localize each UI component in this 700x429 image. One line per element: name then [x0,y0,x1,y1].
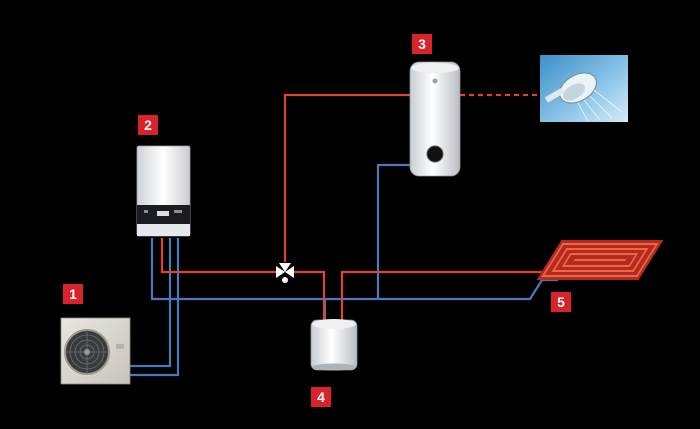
hot-water-cylinder-icon [409,61,461,177]
buffer-tank-icon [310,319,358,371]
component-badge-4: 4 [311,387,331,407]
underfloor-heating-loop-icon [536,240,664,280]
three-way-valve-icon [276,263,294,283]
component-badge-3: 3 [412,34,432,54]
flow-pipes [160,93,557,321]
flow-pipe-to-cylinder [283,93,410,262]
component-badge-1: 1 [63,284,83,304]
shower-head-icon [540,55,628,122]
flow-pipe-ufh [340,261,557,321]
return-pipe-outdoor-b [127,238,180,377]
return-pipe-outdoor-a [127,238,172,368]
flow-pipe-valve-buffer [290,270,326,321]
component-badge-5: 5 [551,292,571,312]
wall-mounted-indoor-unit-icon [136,145,191,237]
outdoor-heat-pump-unit-icon [60,317,131,385]
flow-pipe-indoor [160,238,280,274]
return-pipe-cylinder [376,163,430,299]
component-badge-2: 2 [138,115,158,135]
return-pipe-main [150,238,558,301]
